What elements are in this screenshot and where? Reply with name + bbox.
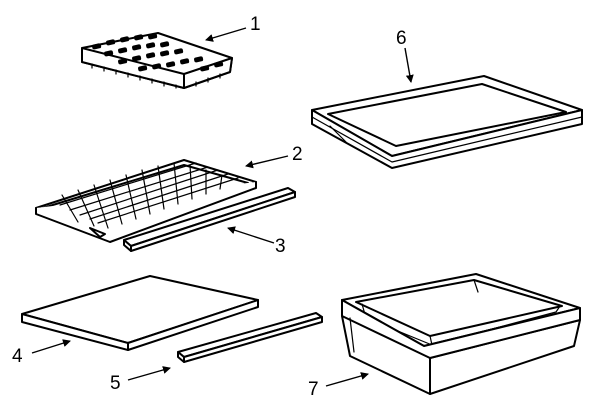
callout-5: 5 <box>110 373 121 394</box>
callout-6: 6 <box>396 28 407 49</box>
leader-4 <box>31 339 71 354</box>
callout-7: 7 <box>308 379 319 400</box>
callout-4: 4 <box>12 346 23 367</box>
part-trim-strip-upper <box>123 187 296 252</box>
leader-3 <box>227 226 275 244</box>
leader-2 <box>245 155 289 169</box>
callout-2: 2 <box>292 144 303 165</box>
callout-1: 1 <box>250 14 261 35</box>
part-wire-shelf <box>35 159 257 243</box>
leader-7 <box>325 372 369 387</box>
leader-5 <box>127 366 171 381</box>
part-crisper-drawer <box>341 273 581 395</box>
leader-1 <box>205 27 247 42</box>
callout-3: 3 <box>275 236 286 257</box>
callout-leaders <box>31 27 414 387</box>
part-glass-shelf <box>21 275 259 351</box>
leader-6 <box>404 47 414 83</box>
part-trim-strip-lower <box>177 312 323 363</box>
part-pan <box>311 75 583 169</box>
part-ice-cube-tray <box>81 32 233 89</box>
